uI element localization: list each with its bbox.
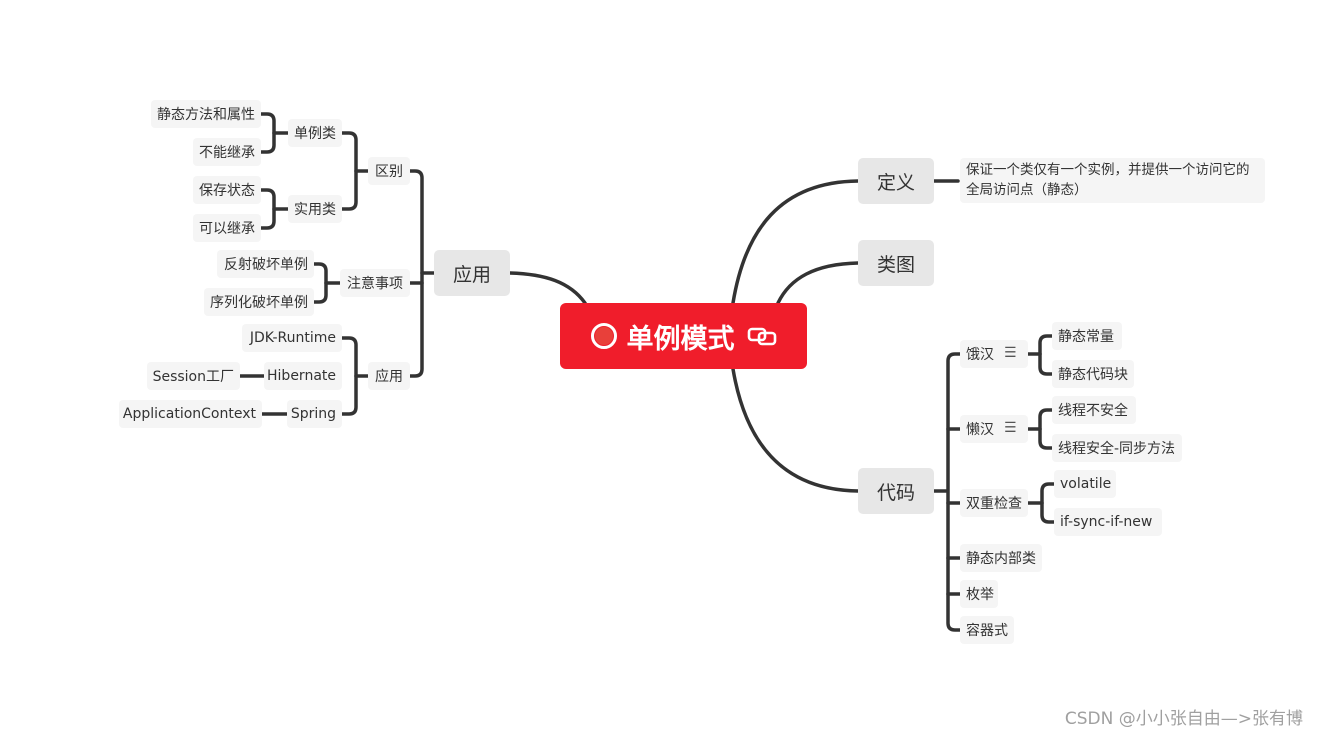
eager-item-2[interactable]: 静态代码块 (1052, 360, 1134, 388)
notes-item-2[interactable]: 序列化破坏单例 (204, 288, 314, 316)
notes-menu-icon[interactable]: ☰ (1004, 420, 1017, 436)
topic-class-diagram[interactable]: 类图 (858, 240, 934, 286)
topic-definition[interactable]: 定义 (858, 158, 934, 204)
subtopic-utility-class[interactable]: 实用类 (288, 195, 342, 223)
subtopic-difference[interactable]: 区别 (368, 157, 410, 185)
utility-item-2[interactable]: 可以继承 (193, 214, 261, 242)
subtopic-container[interactable]: 容器式 (960, 616, 1014, 644)
topic-code[interactable]: 代码 (858, 468, 934, 514)
notes-menu-icon[interactable]: ☰ (1004, 345, 1017, 361)
subtopic-singleton-class[interactable]: 单例类 (288, 119, 342, 147)
usage-spring[interactable]: Spring (287, 400, 342, 428)
subtopic-usage[interactable]: 应用 (368, 362, 410, 390)
topic-class-diagram-label: 类图 (876, 253, 915, 276)
subtopic-eager[interactable]: 饿汉 (960, 340, 1028, 368)
utility-item-1[interactable]: 保存状态 (193, 176, 261, 204)
lazy-item-1[interactable]: 线程不安全 (1052, 396, 1136, 424)
root-label: 单例模式 (626, 323, 735, 355)
subtopic-lazy-label: 懒汉 (966, 422, 994, 438)
subtopic-lazy[interactable]: 懒汉 (960, 415, 1028, 443)
eager-item-1[interactable]: 静态常量 (1052, 322, 1122, 350)
double-check-item-2[interactable]: if-sync-if-new (1054, 508, 1162, 536)
topic-definition-label: 定义 (876, 171, 915, 194)
subtopic-enum[interactable]: 枚举 (960, 580, 998, 608)
topic-application-label: 应用 (452, 263, 491, 286)
watermark: CSDN @小小张自由—>张有博 (1064, 709, 1303, 729)
subtopic-double-check[interactable]: 双重检查 (960, 489, 1028, 517)
definition-description[interactable]: 保证一个类仅有一个实例，并提供一个访问它的全局访问点（静态） (960, 158, 1265, 203)
link-icon[interactable] (747, 325, 777, 347)
topic-code-label: 代码 (876, 481, 915, 504)
notes-item-1[interactable]: 反射破坏单例 (217, 250, 314, 278)
subtopic-notes[interactable]: 注意事项 (340, 269, 410, 297)
usage-session-factory[interactable]: Session工厂 (147, 362, 240, 390)
subtopic-static-inner-class[interactable]: 静态内部类 (960, 544, 1042, 572)
red-circle-icon (590, 323, 617, 349)
subtopic-eager-label: 饿汉 (966, 347, 994, 363)
singleton-item-1[interactable]: 静态方法和属性 (151, 100, 261, 128)
usage-jdk-runtime[interactable]: JDK-Runtime (242, 324, 342, 352)
double-check-item-1[interactable]: volatile (1054, 470, 1116, 498)
lazy-item-2[interactable]: 线程安全-同步方法 (1052, 434, 1182, 462)
singleton-item-2[interactable]: 不能继承 (193, 138, 261, 166)
usage-application-context[interactable]: ApplicationContext (119, 400, 262, 428)
usage-hibernate[interactable]: Hibernate (264, 362, 342, 390)
topic-application[interactable]: 应用 (434, 250, 510, 296)
root-topic[interactable]: 单例模式 (560, 303, 807, 369)
